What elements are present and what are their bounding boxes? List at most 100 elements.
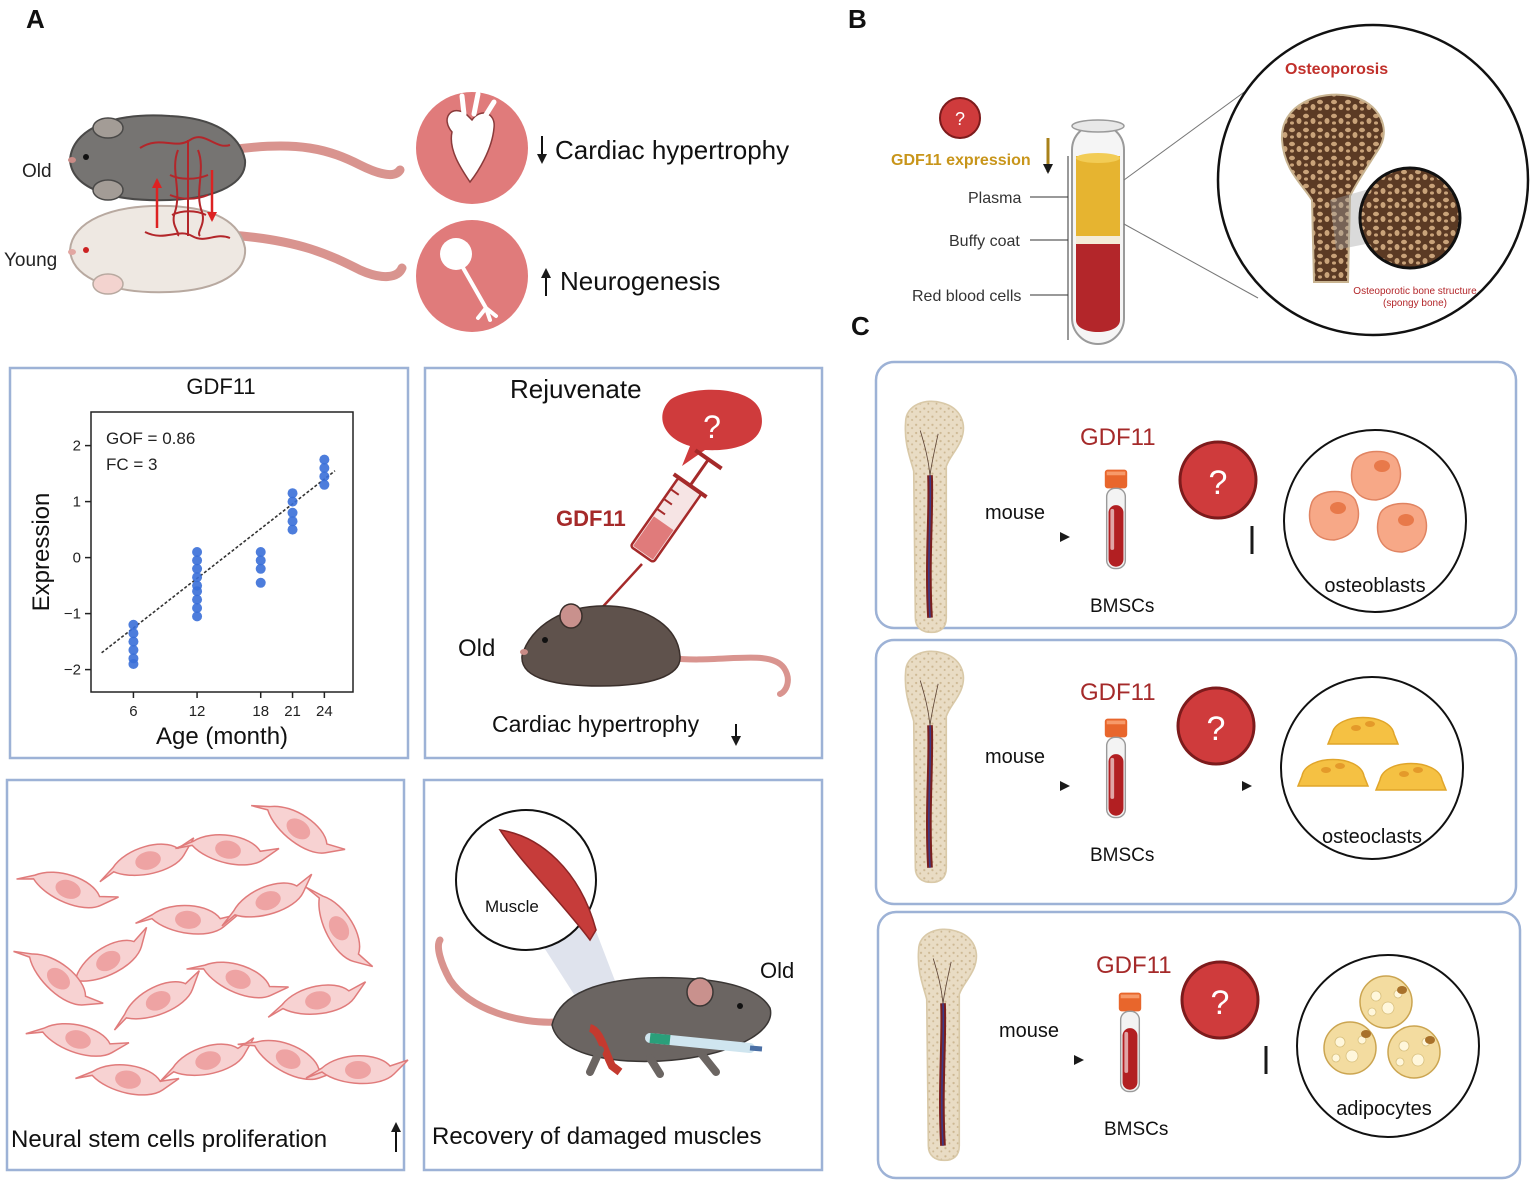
muscle-caption: Recovery of damaged muscles — [432, 1123, 761, 1150]
chart-x-label: Age (month) — [156, 723, 288, 750]
neural-stem-cell — [267, 981, 367, 1018]
bmsc-label: BMSCs — [1104, 1119, 1168, 1140]
row-panel — [874, 638, 1518, 906]
neuron-badge-circle — [416, 220, 528, 332]
neural-stem-cells — [13, 804, 409, 1096]
data-point — [192, 586, 203, 597]
data-point — [287, 524, 298, 535]
buffy-coat-label: Buffy coat — [949, 233, 1020, 250]
femur-icon — [905, 651, 963, 882]
row-question: ? — [1211, 984, 1230, 1022]
data-point — [192, 572, 203, 583]
blood-question: ? — [955, 109, 965, 129]
neural-stem-cell — [221, 873, 313, 927]
neural-panel — [5, 778, 406, 1172]
y-tick-label: 2 — [73, 438, 81, 455]
rejuvenate-gdf11-label: GDF11 — [556, 506, 626, 531]
panel-label-c: C — [851, 311, 870, 341]
osteoblast-nuclei — [1330, 460, 1414, 526]
neural-stem-cell — [75, 1064, 180, 1096]
y-tick-label: 0 — [73, 550, 81, 567]
neuron-badge — [416, 220, 528, 332]
data-point — [192, 563, 203, 574]
neural-stem-cell — [113, 970, 200, 1031]
data-point — [128, 645, 139, 655]
neural-stem-cell — [305, 1055, 409, 1085]
row-osteoblasts: mouse GDF11 BMSCs ? osteoblasts — [874, 360, 1518, 632]
data-point — [255, 555, 266, 566]
chart-y-axis: 210−1−2 — [64, 438, 91, 679]
gdf11-label: GDF11 — [1080, 424, 1156, 451]
axon-icon — [460, 264, 498, 322]
mouse-label: mouse — [985, 746, 1045, 768]
chart-panel — [8, 366, 410, 760]
data-point — [287, 507, 298, 518]
heart-icon — [446, 109, 495, 184]
rejuvenate-title: Rejuvenate — [510, 374, 642, 404]
shared-circulation — [139, 136, 231, 240]
old-mouse-eye — [83, 154, 89, 160]
data-point — [287, 488, 298, 499]
question-badge-icon — [939, 97, 981, 139]
chart-plot-area — [90, 411, 354, 693]
plasma-label: Plasma — [968, 190, 1021, 207]
old-mouse-nose — [68, 157, 76, 163]
cell-type-label: adipocytes — [1336, 1098, 1432, 1120]
neurogenesis-effect-label: Neurogenesis — [560, 266, 720, 296]
young-mouse-ear — [92, 273, 124, 295]
muscle-old-label: Old — [760, 958, 794, 983]
young-mouse-nose — [68, 249, 76, 255]
chart-gof-annotation: GOF = 0.86 — [106, 429, 195, 448]
data-point — [319, 463, 330, 473]
neural-stem-cell — [159, 1037, 255, 1083]
y-tick-label: 1 — [73, 494, 81, 511]
neural-stem-cell — [175, 834, 280, 866]
blood-tube-icon — [1104, 468, 1128, 570]
data-point — [255, 547, 266, 557]
data-point — [128, 628, 139, 639]
data-point — [319, 471, 330, 482]
cell-type-label: osteoblasts — [1324, 575, 1425, 597]
chart-points — [128, 454, 330, 669]
neural-stem-cell — [135, 904, 240, 935]
y-tick-label: −2 — [64, 662, 81, 679]
panel-label-a: A — [26, 4, 45, 34]
rbc-label: Red blood cells — [912, 288, 1021, 305]
lipid-droplets — [1331, 989, 1431, 1067]
muscle-label: Muscle — [485, 897, 539, 916]
data-point — [287, 516, 298, 527]
neural-stem-cell — [99, 837, 195, 883]
speech-bubble-icon — [662, 389, 762, 466]
heart-badge — [416, 91, 528, 204]
rejuvenate-old-label: Old — [458, 635, 495, 662]
row-question: ? — [1207, 710, 1226, 748]
blood-tube-icon — [1118, 991, 1142, 1093]
adipocyte-nuclei — [1361, 986, 1435, 1044]
osteoporotic-femur-icon — [1280, 93, 1385, 283]
femur-icon — [918, 929, 976, 1160]
old-mouse-rejuvenate — [520, 603, 791, 697]
x-tick-label: 6 — [129, 703, 137, 720]
young-mouse-tail — [225, 230, 407, 281]
old-mouse-muscle — [434, 936, 772, 1078]
row-adipocytes: mouse GDF11 BMSCs ? adipocytes — [876, 910, 1522, 1180]
data-point — [128, 636, 139, 647]
data-point — [319, 454, 330, 465]
data-point — [287, 496, 298, 507]
chart-y-label: Expression — [28, 493, 55, 612]
neural-stem-cell — [250, 804, 346, 854]
chart-title: GDF11 — [186, 374, 255, 399]
x-tick-label: 18 — [252, 703, 269, 720]
x-tick-label: 21 — [284, 703, 301, 720]
gdf11-label: GDF11 — [1096, 952, 1172, 979]
young-mouse-eye — [83, 247, 89, 253]
young-mouse-label: Young — [4, 250, 57, 271]
row-question: ? — [1209, 464, 1228, 502]
osteoclast-nuclei — [1321, 721, 1423, 777]
neural-stem-cell — [66, 926, 148, 995]
cell-type-label: osteoclasts — [1322, 826, 1422, 848]
bmsc-label: BMSCs — [1090, 845, 1154, 866]
x-tick-label: 24 — [316, 703, 333, 720]
